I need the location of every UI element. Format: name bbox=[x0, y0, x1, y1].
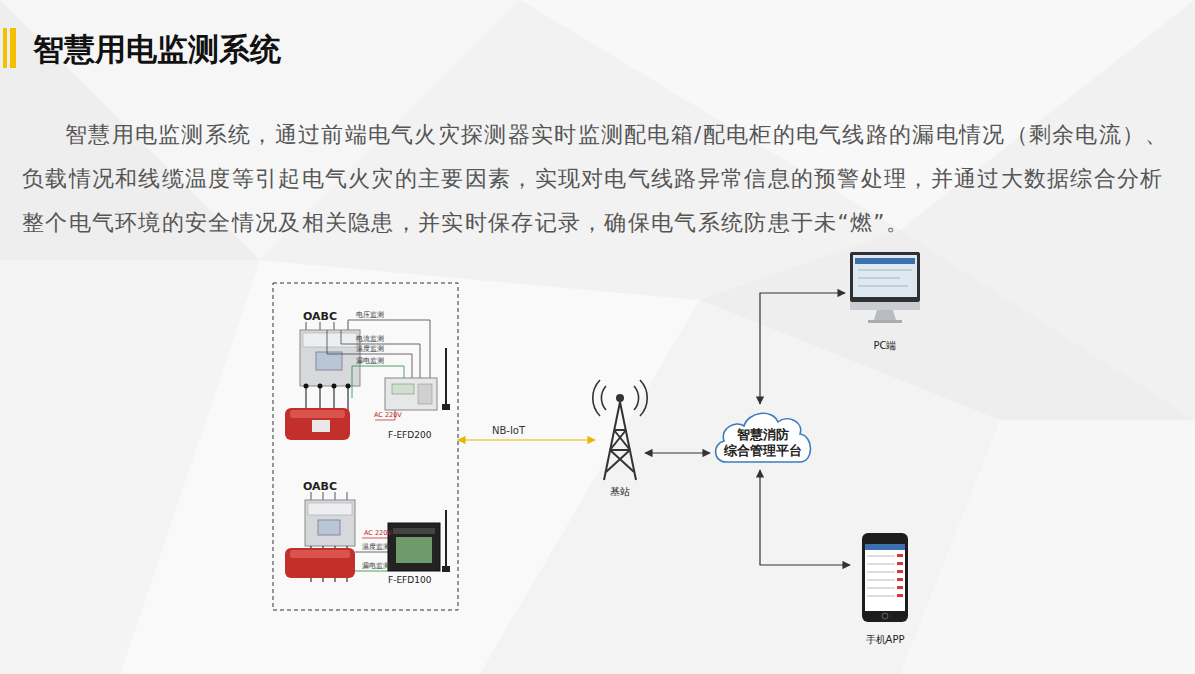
part-label: AC 220V bbox=[364, 530, 392, 537]
intro-paragraph: 智慧用电监测系统，通过前端电气火灾探测器实时监测配电箱/配电柜的电气线路的漏电情… bbox=[22, 113, 1177, 245]
device-label: 基站 bbox=[595, 486, 645, 499]
connector bbox=[458, 439, 595, 440]
device-label: F-EFD200 bbox=[388, 430, 431, 441]
part-label: OABC bbox=[303, 311, 337, 322]
part-label: OABC bbox=[303, 481, 337, 492]
part-label: 电流监测 bbox=[356, 336, 384, 343]
part-label: 漏电监测 bbox=[362, 563, 390, 570]
device-node: 基站 bbox=[595, 382, 645, 500]
device-node: F-EFD200 bbox=[280, 300, 458, 448]
device-node: F-EFD100 bbox=[280, 480, 458, 602]
device-node: PC端 bbox=[845, 248, 925, 354]
device-label: PC端 bbox=[845, 340, 925, 353]
slide-title: 智慧用电监测系统 bbox=[33, 27, 281, 71]
cloud-node: 智慧消防 综合管理平台 bbox=[710, 404, 816, 470]
part-label: 漏电监测 bbox=[356, 358, 384, 365]
platform-name: 智慧消防 综合管理平台 bbox=[717, 427, 809, 460]
part-label: AC 220V bbox=[374, 412, 402, 419]
connector bbox=[760, 470, 850, 565]
device-label: 手机APP bbox=[850, 634, 920, 647]
connector bbox=[760, 293, 845, 404]
connector bbox=[645, 452, 710, 453]
edge-label: NB-IoT bbox=[492, 426, 525, 436]
part-label: 电压监测 bbox=[356, 312, 384, 319]
device-label: F-EFD100 bbox=[388, 575, 431, 586]
part-label: 温度监测 bbox=[362, 544, 390, 551]
device-node: 手机APP bbox=[850, 530, 920, 648]
part-label: 温度监测 bbox=[356, 346, 384, 353]
